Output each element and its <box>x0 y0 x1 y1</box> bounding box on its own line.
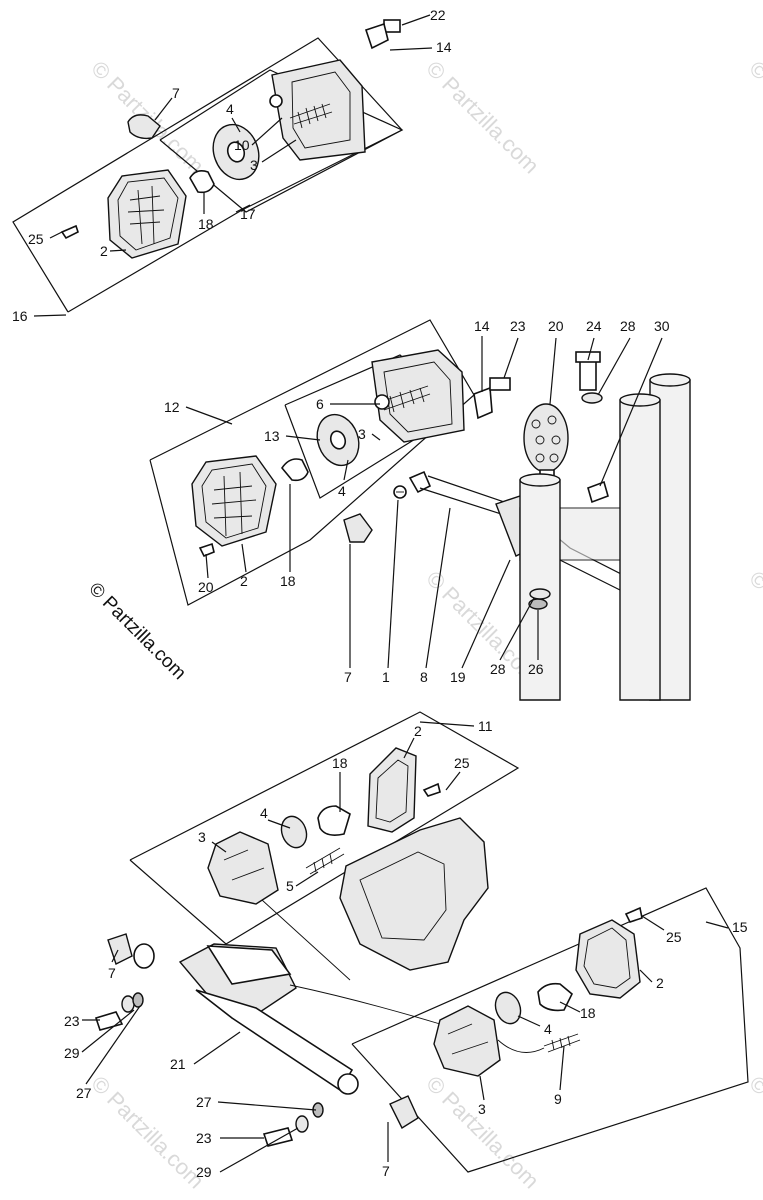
callout-12: 12 <box>164 399 180 415</box>
callout-2: 2 <box>240 573 248 589</box>
bottom-left-leaders <box>81 721 475 1085</box>
callout-25: 25 <box>28 231 44 247</box>
callout-21: 21 <box>170 1056 186 1072</box>
top-callouts: 22 14 7 4 10 3 18 17 25 2 16 <box>12 7 452 324</box>
callout-27: 27 <box>196 1094 212 1110</box>
callout-8: 8 <box>420 669 428 685</box>
watermark: © Partzilla.com <box>421 56 544 179</box>
callout-3: 3 <box>198 829 206 845</box>
callout-1: 1 <box>382 669 390 685</box>
callout-5: 5 <box>286 878 294 894</box>
callout-7: 7 <box>172 85 180 101</box>
callout-23: 23 <box>196 1130 212 1146</box>
middle-lamp-assembly <box>149 319 691 701</box>
callout-9: 9 <box>554 1091 562 1107</box>
callout-2: 2 <box>100 243 108 259</box>
watermark: © Partzilla.com <box>744 1071 763 1194</box>
callout-30: 30 <box>654 318 670 334</box>
callout-18: 18 <box>280 573 296 589</box>
callout-24: 24 <box>586 318 602 334</box>
callout-14: 14 <box>436 39 452 55</box>
callout-18: 18 <box>198 216 214 232</box>
callout-15: 15 <box>732 919 748 935</box>
callout-14: 14 <box>474 318 490 334</box>
callout-3: 3 <box>358 426 366 442</box>
callout-17: 17 <box>240 206 256 222</box>
callout-4: 4 <box>544 1021 552 1037</box>
watermark: © Partzilla.com <box>86 1071 209 1194</box>
watermark: © Partzilla.com <box>744 566 763 689</box>
callout-19: 19 <box>450 669 466 685</box>
callout-28: 28 <box>620 318 636 334</box>
middle-leaders <box>185 336 663 669</box>
callout-2: 2 <box>656 975 664 991</box>
callout-29: 29 <box>196 1164 212 1180</box>
callout-18: 18 <box>580 1005 596 1021</box>
top-leaders <box>33 14 433 317</box>
middle-callouts: 14 23 20 24 28 30 12 6 13 3 4 20 2 18 7 … <box>164 318 670 685</box>
bottom-right-leaders <box>217 915 729 1173</box>
lens <box>107 169 187 259</box>
callout-3: 3 <box>250 157 258 173</box>
callout-4: 4 <box>338 483 346 499</box>
callout-20: 20 <box>548 318 564 334</box>
callout-4: 4 <box>260 805 268 821</box>
bottom-right-callouts: 15 25 2 18 4 9 3 27 23 29 7 <box>196 919 748 1180</box>
callout-23: 23 <box>64 1013 80 1029</box>
callout-25: 25 <box>666 929 682 945</box>
bulb <box>189 170 215 194</box>
callout-7: 7 <box>108 965 116 981</box>
watermark: © Partzilla.com <box>744 56 763 179</box>
callout-22: 22 <box>430 7 446 23</box>
callout-27: 27 <box>76 1085 92 1101</box>
callout-18: 18 <box>332 755 348 771</box>
callout-4: 4 <box>226 101 234 117</box>
bracket-17-outline <box>159 69 404 213</box>
callout-7: 7 <box>382 1163 390 1179</box>
callout-26: 26 <box>528 661 544 677</box>
copyright-text: © Partzilla.com <box>84 579 189 684</box>
bulb-left <box>127 114 161 140</box>
callout-23: 23 <box>510 318 526 334</box>
callout-16: 16 <box>12 308 28 324</box>
callout-11: 11 <box>478 718 493 734</box>
callout-20: 20 <box>198 579 214 595</box>
callout-29: 29 <box>64 1045 80 1061</box>
callout-7: 7 <box>344 669 352 685</box>
lamp-housing <box>271 59 366 161</box>
callout-2: 2 <box>414 723 422 739</box>
bottom-right-lamp-assembly <box>262 887 749 1173</box>
top-lamp-assembly <box>12 19 404 313</box>
callout-13: 13 <box>264 428 280 444</box>
callout-3: 3 <box>478 1101 486 1117</box>
callout-10: 10 <box>234 137 250 153</box>
bottom-left-callouts: 11 2 18 25 4 3 5 7 23 29 27 21 <box>64 718 493 1101</box>
callout-25: 25 <box>454 755 470 771</box>
callout-28: 28 <box>490 661 506 677</box>
callout-6: 6 <box>316 396 324 412</box>
